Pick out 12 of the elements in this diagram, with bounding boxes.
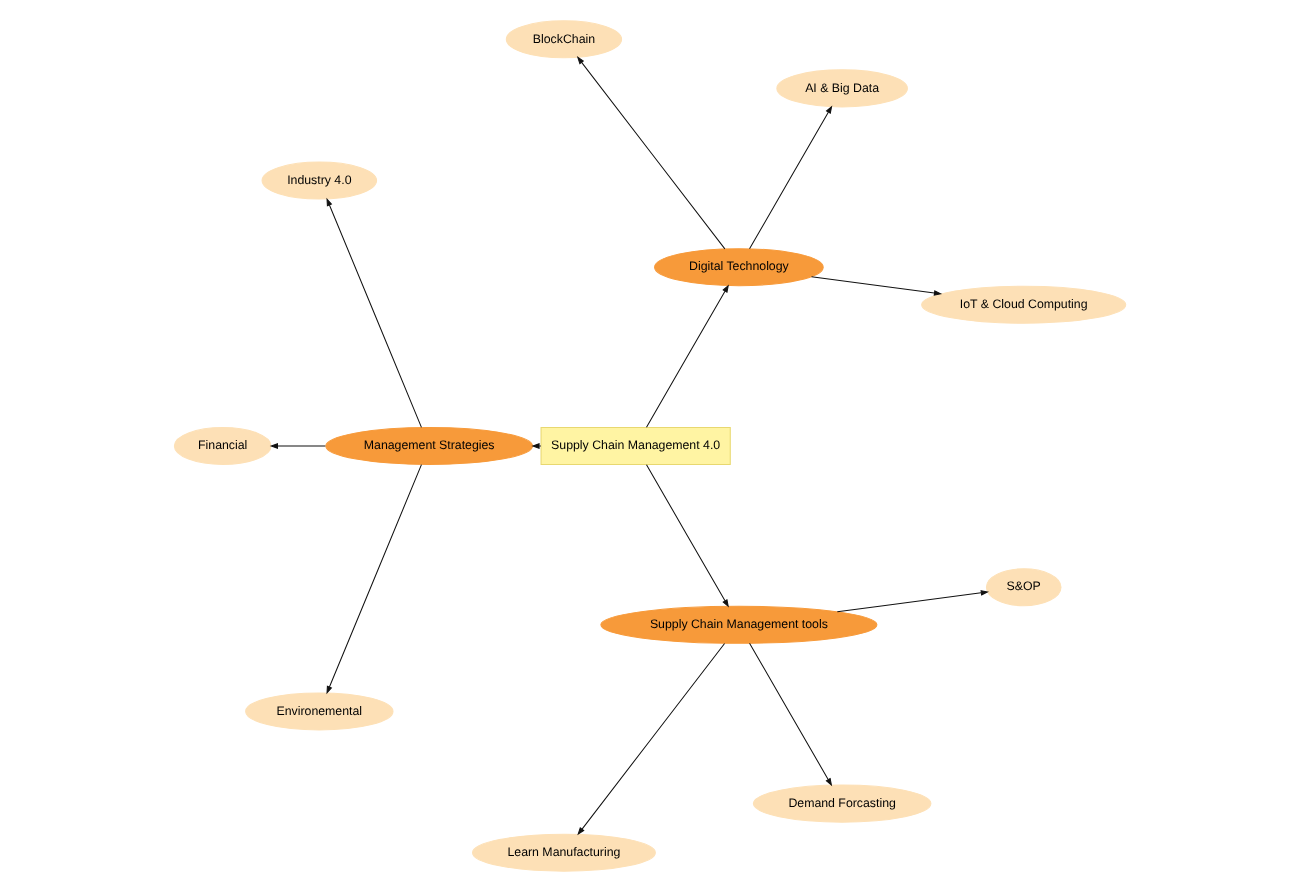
arrow xyxy=(530,443,541,449)
arrow xyxy=(268,443,325,449)
arrow xyxy=(576,642,725,836)
arrow xyxy=(748,105,832,250)
arrow xyxy=(575,56,725,250)
arrow xyxy=(325,197,421,428)
arrow xyxy=(809,276,942,296)
arrow xyxy=(325,464,421,695)
arrow xyxy=(748,642,832,787)
arrow xyxy=(645,464,728,608)
arrow xyxy=(645,284,728,428)
arrow xyxy=(835,590,989,613)
